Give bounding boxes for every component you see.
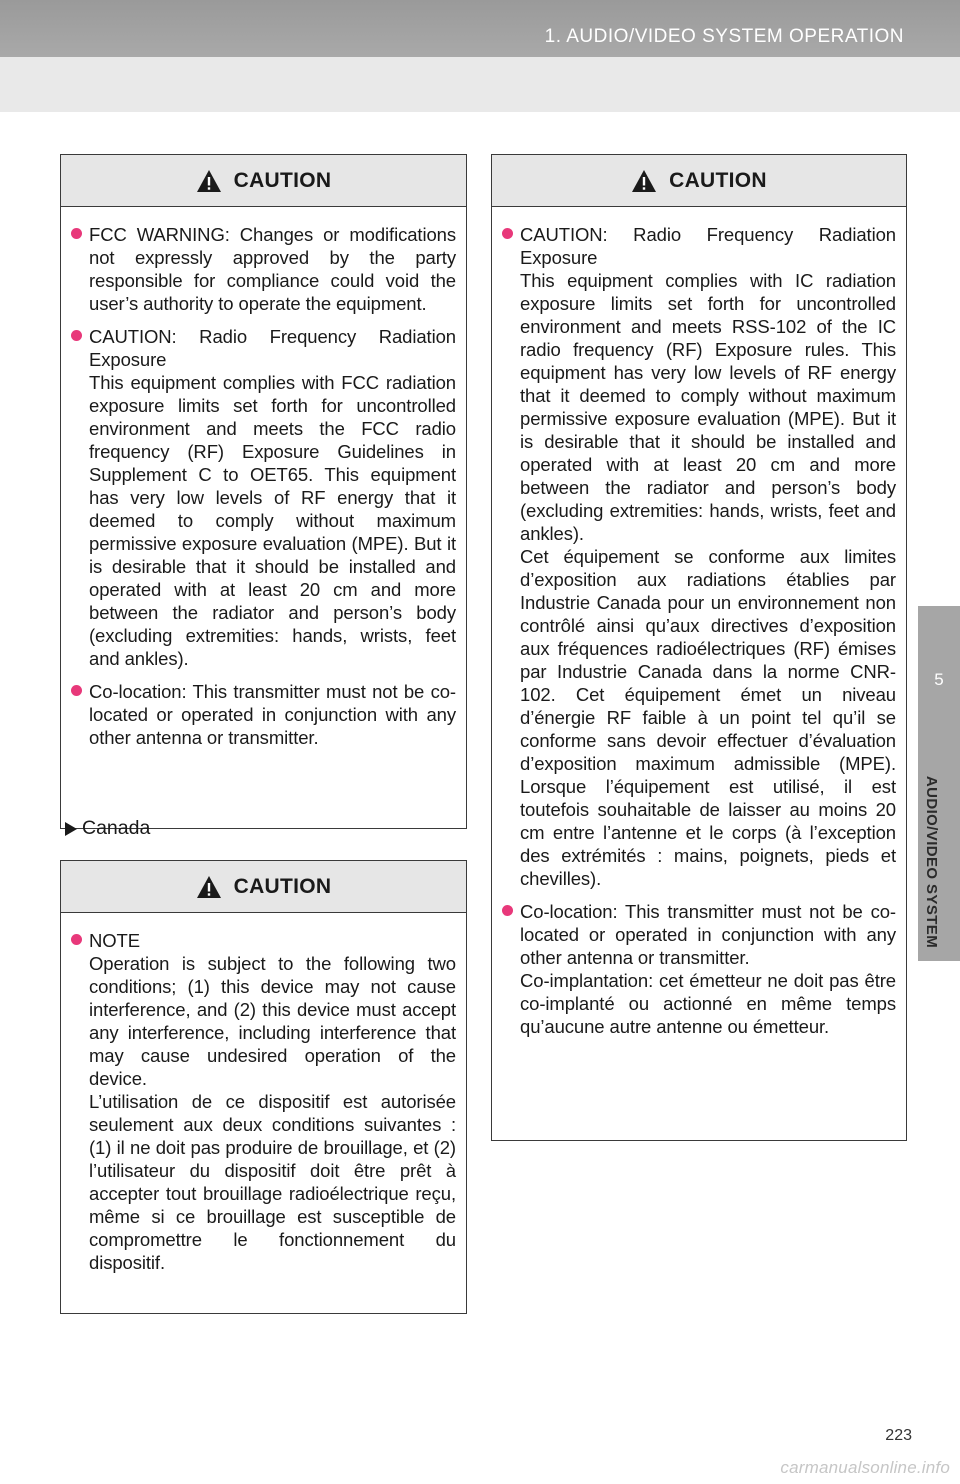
bullet-icon: [502, 228, 513, 239]
caution-header: CAUTION: [492, 155, 906, 207]
caution-header: CAUTION: [61, 155, 466, 207]
watermark: carmanualsonline.info: [780, 1458, 950, 1477]
caution-title: CAUTION: [233, 874, 332, 898]
bullet-icon: [502, 905, 513, 916]
bullet-icon: [71, 330, 82, 341]
caution-box-ic: CAUTION CAUTION: Radio Frequency Radiati…: [491, 154, 907, 1141]
caution-item: Co-location: This transmitter must not b…: [71, 680, 456, 749]
caution-item-text: CAUTION: Radio Frequency Radiation Expos…: [520, 224, 896, 889]
caution-header: CAUTION: [61, 861, 466, 913]
caution-item: Co-location: This transmitter must not b…: [502, 900, 896, 1038]
bullet-icon: [71, 685, 82, 696]
section-label-canada: Canada: [64, 817, 150, 840]
warning-triangle-icon: [196, 169, 221, 192]
caution-title: CAUTION: [233, 168, 332, 192]
side-tab-number: 5: [934, 670, 944, 689]
header-title: 1. AUDIO/VIDEO SYSTEM OPERATION: [544, 26, 904, 47]
caution-item-text: Co-location: This transmitter must not b…: [89, 681, 456, 748]
caution-box-fcc: CAUTION FCC WARNING: Changes or modifica…: [60, 154, 467, 829]
side-tab: 5: [918, 606, 960, 961]
side-tab-label: AUDIO/VIDEO SYSTEM: [923, 775, 940, 949]
warning-triangle-icon: [632, 169, 657, 192]
header-bar: 1. AUDIO/VIDEO SYSTEM OPERATION: [0, 0, 960, 57]
page-number: 223: [885, 1427, 912, 1444]
caution-body: CAUTION: Radio Frequency Radiation Expos…: [492, 207, 906, 1038]
caution-title: CAUTION: [669, 168, 767, 192]
bullet-icon: [71, 934, 82, 945]
section-label-text: Canada: [82, 817, 151, 839]
caution-item-text: FCC WARNING: Changes or modifications no…: [89, 224, 456, 314]
caution-body: FCC WARNING: Changes or modifications no…: [61, 207, 466, 749]
caution-item-text: CAUTION: Radio Frequency Radiation Expos…: [89, 326, 456, 669]
warning-triangle-icon: [196, 875, 221, 898]
caution-item: CAUTION: Radio Frequency Radiation Expos…: [502, 223, 896, 890]
triangle-right-icon: [65, 821, 77, 836]
bullet-icon: [71, 228, 82, 239]
header-subbar: [0, 57, 960, 112]
caution-item-text: Co-location: This transmitter must not b…: [520, 901, 896, 1037]
caution-item: CAUTION: Radio Frequency Radiation Expos…: [71, 325, 456, 670]
caution-item: FCC WARNING: Changes or modifications no…: [71, 223, 456, 315]
